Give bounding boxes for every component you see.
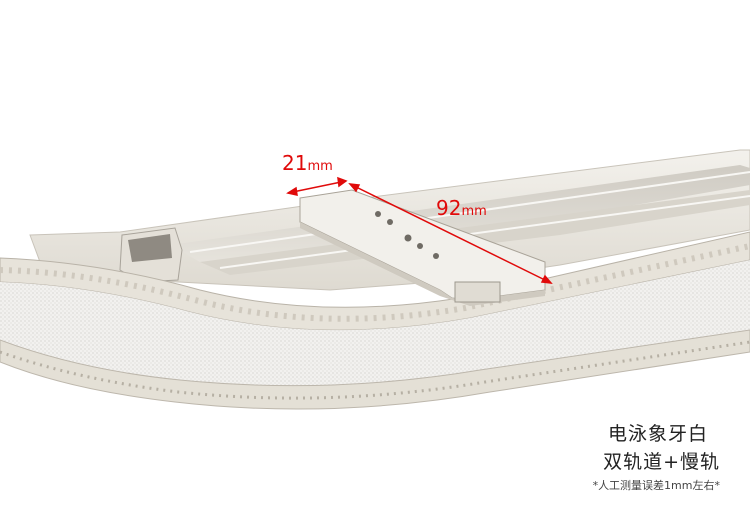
caption-note: *人工测量误差1mm左右*	[592, 479, 720, 492]
length-unit: mm	[461, 204, 487, 219]
caption-color: 电泳象牙白	[607, 423, 708, 445]
width-dimension-label: 21mm	[282, 153, 333, 173]
fabric-tape	[0, 260, 750, 386]
width-value: 21	[282, 151, 308, 175]
dimension-line-92mm	[348, 183, 553, 284]
width-unit: mm	[307, 159, 333, 174]
product-caption: 电泳象牙白 双轨道+慢轨 *人工测量误差1mm左右*	[593, 420, 720, 496]
end-cap	[119, 227, 183, 283]
dimension-line-21mm	[286, 176, 348, 196]
length-dimension-label: 92mm	[436, 198, 487, 218]
length-value: 92	[436, 196, 462, 220]
caption-track-type: 双轨道+慢轨	[603, 451, 720, 473]
rail-lower-rim	[0, 329, 750, 410]
mounting-bracket	[299, 189, 546, 306]
